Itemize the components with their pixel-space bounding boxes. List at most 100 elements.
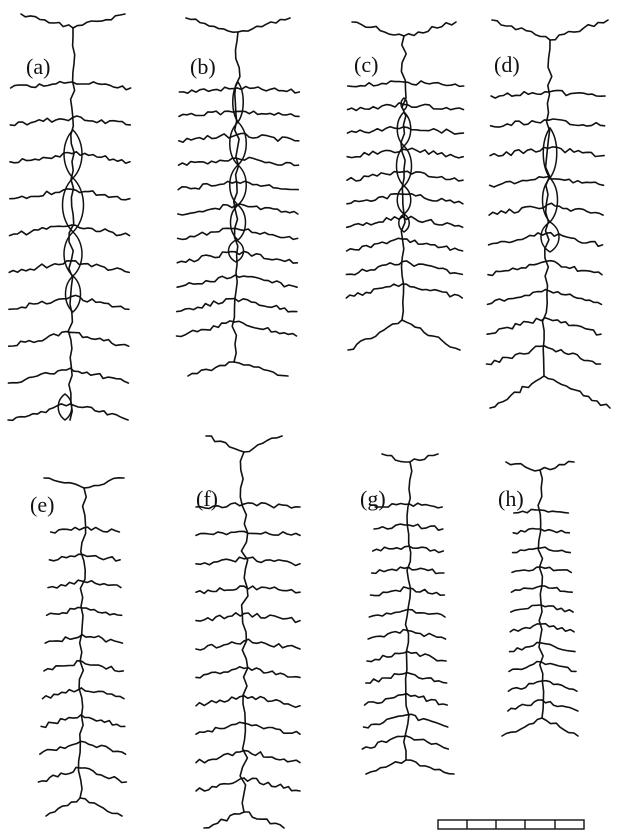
dendrite-side-arm [509,662,542,672]
dendrite-side-arm [408,610,445,618]
panel-label-c: (c) [354,52,378,77]
dendrite-e [38,478,126,816]
dendrite-side-arm [512,567,541,572]
dendrite-side-arm [73,82,131,90]
dendrite-side-arm [347,217,403,228]
dendrite-side-arm [179,111,237,116]
dendrite-side-arm [48,580,83,588]
dendrite-cell [231,205,246,240]
dendrite-side-arm [403,216,463,227]
dendrite-side-arm [244,696,300,708]
dendrite-bottom-branch [188,362,234,376]
dendrite-cell [66,276,81,312]
dendrite-side-arm [407,694,447,705]
dendrite-side-arm [196,696,244,706]
dendrite-side-arm [196,641,244,650]
dendrite-side-arm [369,610,408,618]
dendrite-side-arm [403,148,463,158]
dendrite-side-arm [409,524,443,530]
dendrite-bottom-branch [80,798,122,816]
dendrite-side-arm [541,643,575,652]
panel-label-a: (a) [26,54,50,79]
dendrite-side-arm [373,546,409,551]
dendrite-side-arm [38,767,80,782]
panel-label-d: (d) [494,52,520,77]
dendrite-side-arm [542,681,577,692]
dendrite-top-branch [238,18,290,32]
dendrite-side-arm [196,586,244,593]
dendrite-side-arm [179,158,237,165]
dendrite-side-arm [549,119,605,126]
dendrite-side-arm [403,239,463,251]
dendrite-side-arm [83,608,122,615]
dendrite-side-arm [374,524,409,529]
dendrite-side-arm [49,554,83,561]
dendrite-side-arm [244,751,300,763]
dendrite-bottom-branch [234,362,288,376]
dendrite-top-branch [492,20,550,40]
dendrite-top-branch [382,454,410,462]
dendrite-side-arm [47,607,83,615]
dendrite-top-branch [550,20,608,40]
dendrite-side-arm [542,700,578,711]
dendrite-side-arm [237,87,299,94]
dendrite-side-arm [9,261,71,273]
dendrite-side-arm [82,661,124,671]
dendrite-side-arm [489,233,547,245]
dendrite-side-arm [408,631,446,640]
dendrite-side-arm [244,778,300,791]
dendrite-top-branch [44,478,84,488]
dendrite-side-arm [178,228,236,239]
dendrite-side-arm [409,503,442,508]
dendrite-top-branch [206,436,244,452]
dendrite-top-branch [84,478,124,488]
dendrite-side-arm [196,557,244,565]
dendrite-side-arm [235,321,297,336]
dendrite-side-arm [72,116,130,125]
dendrite-side-arm [244,613,300,622]
dendrite-cell [58,394,72,420]
dendrite-side-arm [347,172,403,181]
dendrite-side-arm [545,346,601,364]
dendrite-side-arm [348,103,404,111]
dendrite-side-arm [508,700,542,711]
dendrite-side-arm [346,262,402,275]
dendrite-side-arm [179,134,237,142]
dendrite-side-arm [81,688,124,699]
dendrite-side-arm [541,624,574,632]
dendrite-side-arm [406,736,448,749]
dendrite-side-arm [408,588,444,595]
dendrite-side-arm [371,587,409,596]
dendrite-stem [79,488,87,798]
dendrite-side-arm [244,723,300,734]
dendrite-side-arm [81,715,125,727]
dendrite-side-arm [541,547,571,552]
dendrite-bottom-branch [502,718,542,736]
dendrite-side-arm [244,586,300,593]
panel-label-b: (b) [190,54,216,79]
dendrite-side-arm [404,81,464,86]
dendrite-side-arm [541,605,573,612]
dendrite-side-arm [513,529,540,534]
dendrite-side-arm [549,90,605,96]
dendrite-side-arm [236,204,298,214]
dendrite-bottom-branch [348,320,402,350]
dendrite-side-arm [70,368,128,383]
dendrite-side-arm [409,567,444,573]
dendrite-stem [68,28,74,420]
dendrite-bottom-branch [204,812,244,828]
dendrite-side-arm [366,673,407,683]
dendrite-side-arm [196,531,244,535]
dendrite-side-arm [404,104,464,109]
dendrite-side-arm [402,261,462,275]
dendrite-side-arm [347,149,403,157]
dendrite-side-arm [40,741,81,754]
dendrite-top-branch [410,454,438,462]
dendrite-side-arm [511,605,541,612]
dendrite-side-arm [237,111,299,116]
dendrite-side-arm [8,404,70,420]
dendrite-side-arm [9,297,71,310]
dendrite-stem [401,36,406,320]
dendrite-side-arm [403,171,463,181]
dendrite-bottom-branch [490,376,544,408]
